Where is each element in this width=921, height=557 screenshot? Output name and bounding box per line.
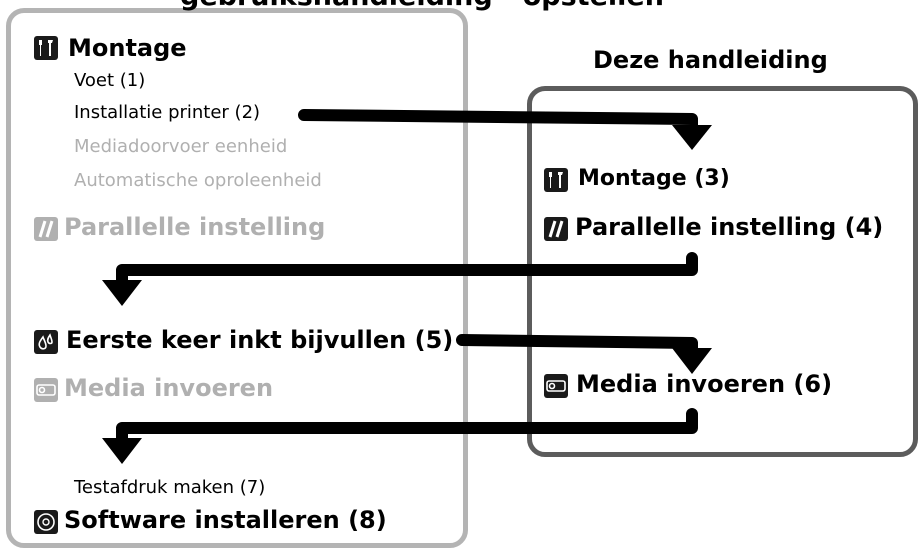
arrow-parallel-to-ink xyxy=(116,252,698,288)
arrow-media-to-software xyxy=(116,408,698,446)
tools-icon xyxy=(34,36,58,60)
left-montage-item: Installatie printer (2) xyxy=(74,102,261,123)
media-roll-icon xyxy=(34,378,58,402)
media-roll-icon xyxy=(544,374,568,398)
left-montage-item: Voet (1) xyxy=(74,70,146,91)
right-media-heading: Media invoeren (6) xyxy=(576,370,833,398)
arrow-head xyxy=(672,348,712,374)
parallel-icon xyxy=(34,217,58,241)
left-montage-item: Automatische oproleenheid xyxy=(74,170,322,191)
right-montage-heading: Montage (3) xyxy=(578,166,730,191)
setup-guide-title: gebruikshandleiding - opstellen xyxy=(180,0,664,12)
left-media-heading: Media invoeren xyxy=(64,374,274,402)
left-ink-heading: Eerste keer inkt bijvullen (5) xyxy=(66,326,454,354)
left-software-heading: Software installeren (8) xyxy=(64,506,387,534)
arrow-head xyxy=(102,438,142,464)
arrow-installatie-to-montage xyxy=(298,109,698,133)
arrow-ink-to-media xyxy=(456,334,698,356)
left-montage-heading: Montage xyxy=(68,34,187,62)
arrow-head xyxy=(102,280,142,306)
setup-guide-panel xyxy=(6,8,468,548)
right-parallel-heading: Parallelle instelling (4) xyxy=(575,213,884,241)
ink-drops-icon xyxy=(34,330,58,354)
left-montage-item: Mediadoorvoer eenheid xyxy=(74,136,288,157)
tools-icon xyxy=(544,168,568,192)
parallel-icon xyxy=(544,217,568,241)
test-print-item: Testafdruk maken (7) xyxy=(74,477,266,498)
left-parallel-heading: Parallelle instelling xyxy=(64,213,326,241)
arrow-head xyxy=(672,125,712,150)
software-disc-icon xyxy=(34,510,58,534)
this-manual-title: Deze handleiding xyxy=(593,46,828,74)
